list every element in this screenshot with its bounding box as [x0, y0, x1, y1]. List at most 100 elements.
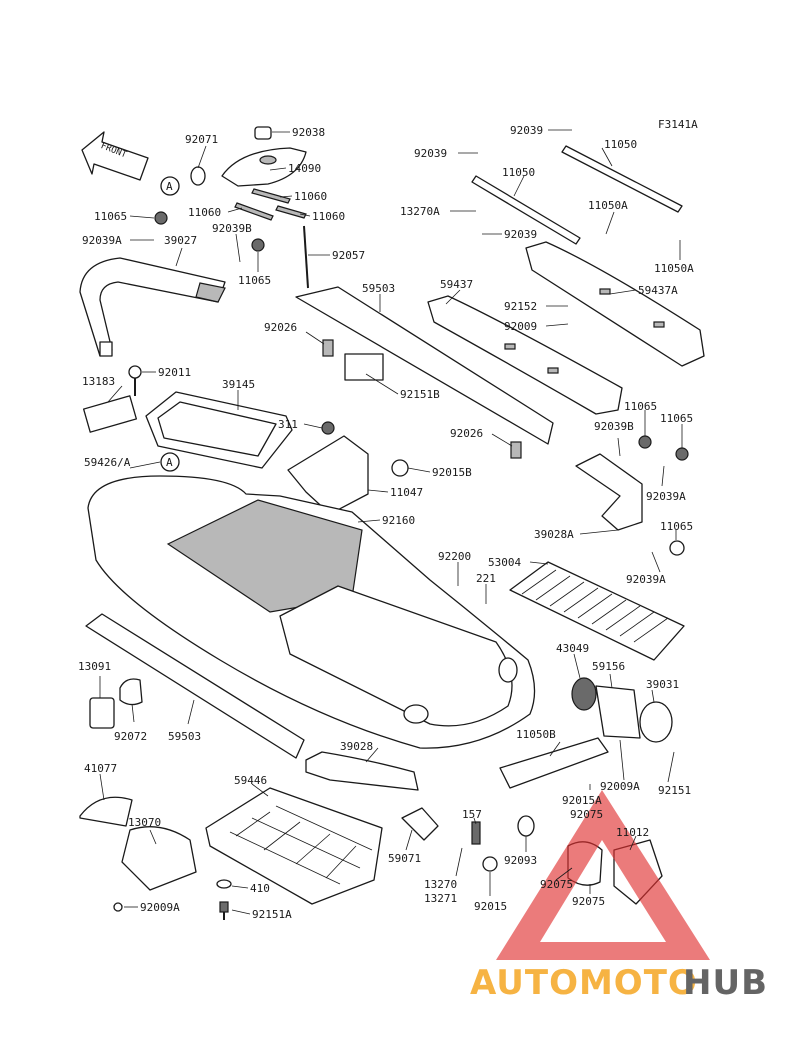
label-92151a: 92151A — [252, 908, 292, 921]
callout-a-hull: A — [160, 452, 180, 472]
label-11060-a: 11060 — [294, 190, 327, 203]
nut-92015 — [482, 856, 498, 872]
plate-13183 — [82, 395, 138, 433]
label-92009: 92009 — [504, 320, 537, 333]
ring-92093 — [517, 815, 535, 837]
label-14090: 14090 — [288, 162, 321, 175]
label-410: 410 — [250, 882, 270, 895]
label-39031: 39031 — [646, 678, 679, 691]
svg-text:AUTOMOTO: AUTOMOTO — [470, 963, 698, 1003]
decal-92026-a — [322, 339, 334, 357]
bushing-11065-c — [638, 435, 652, 449]
bolt-92011 — [128, 365, 142, 396]
label-11050-b: 11050 — [502, 166, 535, 179]
label-53004: 53004 — [488, 556, 521, 569]
cover-41077 — [79, 796, 133, 827]
cap-13091 — [89, 697, 115, 729]
bushing-11065-a — [154, 211, 168, 225]
label-92039a-c: 92039A — [626, 573, 666, 586]
label-92026-a: 92026 — [264, 321, 297, 334]
plug-92071 — [190, 166, 206, 186]
label-92039-c: 92039 — [504, 228, 537, 241]
svg-text:A: A — [166, 456, 173, 469]
label-13091: 13091 — [78, 660, 111, 673]
seal-frame-39145 — [145, 391, 293, 469]
bushing-11065-e — [669, 540, 685, 556]
label-92151: 92151 — [658, 784, 691, 797]
label-59437a: 59437A — [638, 284, 678, 297]
strip-11060-c — [275, 205, 307, 219]
label-13270: 13270 — [424, 878, 457, 891]
foot-mat-part — [509, 561, 685, 661]
intake-grate-part — [205, 787, 383, 905]
label-92093: 92093 — [504, 854, 537, 867]
label-92057: 92057 — [332, 249, 365, 262]
screw-92009a-bottom — [113, 902, 123, 912]
label-92160: 92160 — [382, 514, 415, 527]
label-92015: 92015 — [474, 900, 507, 913]
label-92015a: 92015A — [562, 794, 602, 807]
bolt-92151a — [219, 901, 229, 920]
rod-92057 — [303, 225, 309, 289]
cover-pad-part — [221, 147, 307, 187]
label-92026-b: 92026 — [450, 427, 483, 440]
label-11060-c: 11060 — [312, 210, 345, 223]
plate-92151b — [344, 353, 384, 381]
label-39027: 39027 — [164, 234, 197, 247]
diagram-code: F3141A — [658, 118, 698, 131]
hinge-bracket-11047 — [287, 435, 369, 515]
label-92152: 92152 — [504, 300, 537, 313]
label-43049: 43049 — [556, 642, 589, 655]
rail-59437a-part — [525, 241, 705, 367]
label-92039a-b: 92039A — [646, 490, 686, 503]
part-number-labels: 92071 92038 14090 11060 11060 11060 1106… — [78, 124, 694, 921]
label-59446: 59446 — [234, 774, 267, 787]
label-92151b: 92151B — [400, 388, 440, 401]
clip-92072 — [119, 678, 143, 706]
label-11050b: 11050B — [516, 728, 556, 741]
label-92200: 92200 — [438, 550, 471, 563]
label-11065-c: 11065 — [624, 400, 657, 413]
label-59437: 59437 — [440, 278, 473, 291]
bracket-39028a — [575, 453, 643, 531]
bracket-11050b — [499, 737, 609, 789]
label-59503-a: 59503 — [362, 282, 395, 295]
cap-92038 — [254, 126, 272, 140]
callout-a-top: A — [160, 176, 180, 196]
bushing-11065-d — [675, 447, 689, 461]
label-59503-b: 59503 — [168, 730, 201, 743]
fitting-59071 — [401, 807, 439, 841]
label-11065-d: 11065 — [660, 412, 693, 425]
label-157: 157 — [462, 808, 482, 821]
svg-text:A: A — [166, 180, 173, 193]
label-92038: 92038 — [292, 126, 325, 139]
cover-39031 — [639, 701, 673, 743]
label-39028: 39028 — [340, 740, 373, 753]
front-arrow-icon: FRONT — [81, 131, 149, 181]
label-11050-a: 11050 — [604, 138, 637, 151]
label-11012: 11012 — [616, 826, 649, 839]
label-92009a-b: 92009A — [140, 901, 180, 914]
washer-410 — [216, 879, 232, 889]
label-92039-b: 92039 — [414, 147, 447, 160]
handle-grip-part — [79, 257, 226, 357]
label-11065-e: 11065 — [660, 520, 693, 533]
label-11065-b: 11065 — [238, 274, 271, 287]
label-92072: 92072 — [114, 730, 147, 743]
label-92075-b: 92075 — [540, 878, 573, 891]
label-13271: 13271 — [424, 892, 457, 905]
nut-311 — [321, 421, 335, 435]
tube-39028 — [305, 751, 419, 791]
label-92039a-a: 92039A — [82, 234, 122, 247]
rub-rail-lower-part — [85, 613, 305, 759]
label-11065-a: 11065 — [94, 210, 127, 223]
label-39028a: 39028A — [534, 528, 574, 541]
label-92039b-a: 92039B — [212, 222, 252, 235]
svg-text:HUB: HUB — [683, 963, 768, 1003]
label-311: 311 — [278, 418, 298, 431]
label-92075-c: 92075 — [572, 895, 605, 908]
label-41077: 41077 — [84, 762, 117, 775]
nut-92015b — [391, 459, 409, 477]
label-59426a: 59426/A — [84, 456, 131, 469]
hull-deck-part — [87, 475, 536, 749]
